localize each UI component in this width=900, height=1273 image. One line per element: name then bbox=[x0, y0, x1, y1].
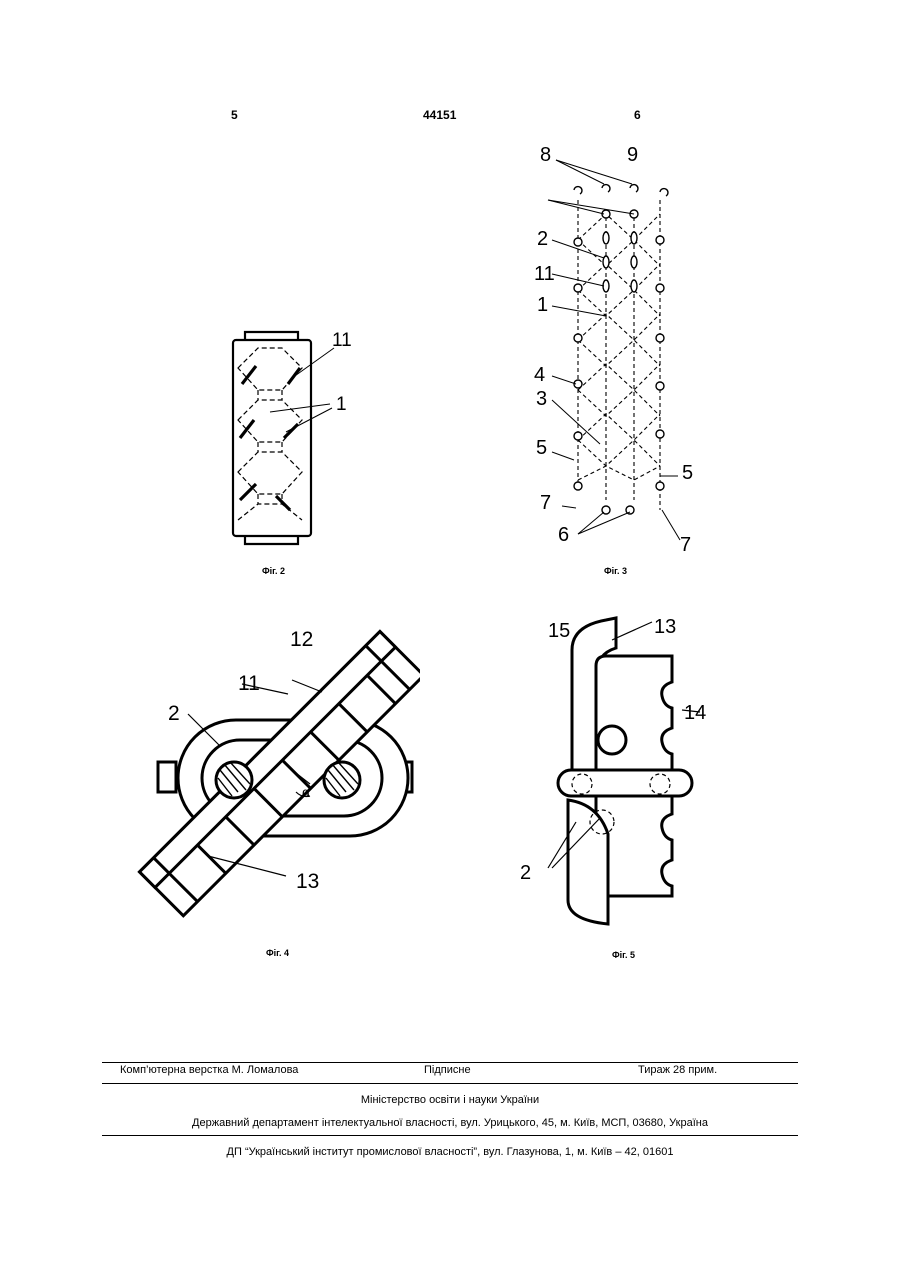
fig5-label-14: 14 bbox=[684, 702, 706, 725]
fig3-label-4: 4 bbox=[534, 364, 545, 387]
fig3-label-1: 1 bbox=[537, 294, 548, 317]
fig3-label-7-left: 7 bbox=[540, 492, 551, 515]
fig4-label-11: 11 bbox=[238, 672, 260, 696]
fig5-label-2: 2 bbox=[520, 862, 531, 885]
fig2-label-11: 11 bbox=[332, 330, 352, 352]
fig4-label-2: 2 bbox=[168, 702, 180, 726]
figure-4-caption: Фіг. 4 bbox=[266, 948, 289, 958]
figure-4-drawing bbox=[120, 620, 420, 940]
circulation-note: Тираж 28 прим. bbox=[638, 1064, 717, 1076]
footer-rule-top bbox=[102, 1062, 798, 1063]
figure-3-caption: Фіг. 3 bbox=[604, 566, 627, 576]
fig4-label-13: 13 bbox=[296, 870, 319, 894]
fig3-label-7-right: 7 bbox=[680, 534, 691, 557]
fig4-label-12: 12 bbox=[290, 628, 313, 652]
fig3-label-5-right: 5 bbox=[682, 462, 693, 485]
patent-number: 44151 bbox=[423, 108, 456, 122]
fig2-label-1: 1 bbox=[336, 394, 347, 416]
fig5-label-15: 15 bbox=[548, 620, 570, 643]
fig4-label-alpha: α bbox=[302, 784, 310, 800]
typesetting-credit: Комп’ютерна верстка М. Ломалова bbox=[120, 1064, 298, 1076]
fig5-label-13: 13 bbox=[654, 616, 676, 639]
fig3-label-11: 11 bbox=[534, 263, 555, 286]
figure-5-drawing bbox=[540, 600, 710, 940]
institute-line: ДП “Український інститут промислової вла… bbox=[0, 1146, 900, 1158]
fig3-label-3: 3 bbox=[536, 388, 547, 411]
fig3-label-2: 2 bbox=[537, 228, 548, 251]
page-number-left: 5 bbox=[231, 108, 238, 122]
department-line: Державний департамент інтелектуальної вл… bbox=[0, 1117, 900, 1129]
footer-rule-middle bbox=[102, 1083, 798, 1084]
fig3-label-6: 6 bbox=[558, 524, 569, 547]
ministry-line: Міністерство освіти і науки України bbox=[0, 1094, 900, 1106]
fig3-label-9: 9 bbox=[627, 144, 638, 167]
figure-2-caption: Фіг. 2 bbox=[262, 566, 285, 576]
signed-note: Підписне bbox=[424, 1064, 471, 1076]
fig3-label-8: 8 bbox=[540, 144, 551, 167]
page-number-right: 6 bbox=[634, 108, 641, 122]
figure-5-caption: Фіг. 5 bbox=[612, 950, 635, 960]
footer-rule-bottom bbox=[102, 1135, 798, 1136]
fig3-label-5-left: 5 bbox=[536, 437, 547, 460]
figure-2-drawing bbox=[210, 320, 370, 560]
figure-3-leader-lines bbox=[530, 140, 710, 560]
